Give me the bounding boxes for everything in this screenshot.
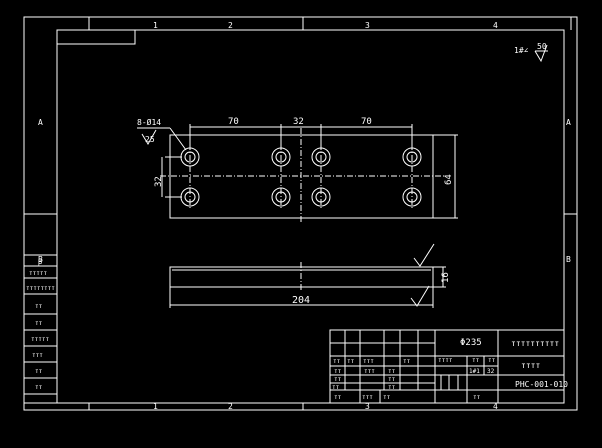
drawing-number: PHC-001-010 [515,380,568,389]
dim-left-spacing: 70 [228,117,239,127]
zone-label-top-1: 1 [153,21,158,30]
zone-label-right-a: A [566,118,571,127]
inner-frame [56,29,565,404]
left-revision-table [23,254,58,404]
zone-label-bottom-2: 2 [228,402,233,411]
left-table-row: тттттттт [26,285,55,292]
zone-label-bottom-3: 3 [365,402,370,411]
qty-label: тт [488,357,496,364]
scale-label: тт [472,357,480,364]
row2-b: ттт [364,368,375,375]
zone-label-right-b: B [566,255,571,264]
dim-length: 204 [292,295,310,306]
checker-label: тт [334,376,342,383]
left-table-row: β [38,258,42,266]
left-table-row: тт [35,384,43,391]
approver-label: тт [332,384,340,391]
row3-c: тт [388,376,396,383]
surface-finish-icon [410,285,430,307]
roughness-note: 1#∠ [514,46,529,55]
left-table-frame [23,254,58,404]
footer-d: тт [473,394,481,401]
zone-label-top-3: 3 [365,21,370,30]
dim-center-spacing: 32 [293,117,304,127]
zone-label-bottom-1: 1 [153,402,158,411]
left-table-row: тт [35,368,43,375]
material-label: Φ235 [460,338,482,348]
title-block [329,329,565,404]
zone-label-top-4: 4 [493,21,498,30]
zone-label-left-a: A [38,118,43,127]
footer-a: тт [334,394,342,401]
col-d: тт [403,358,411,365]
designer-label: тт [334,368,342,375]
left-table-row: ттт [32,352,43,359]
chamfer-symbol-icon [141,129,157,145]
callout-leader [169,127,187,151]
left-table-row: ттттт [29,270,47,277]
dim-right-spacing: 70 [361,117,372,127]
roughness-value: 50 [537,42,547,51]
subtitle: тттт [521,361,540,370]
roughness-symbol-icon [534,44,548,63]
chamfer-value: 25 [145,135,155,144]
row2-c: тт [388,368,396,375]
hole-callout: 8-Ø14 [137,117,161,127]
title-right: тттттттттт [511,339,559,348]
surface-finish-icon [413,243,435,267]
footer-b: ттт [362,394,373,401]
left-table-row: тт [35,303,43,310]
corner-tag-box [56,29,136,45]
dim-height-right: 64 [444,174,454,185]
left-table-row: тт [35,320,43,327]
dim-height-left: 32 [154,176,164,187]
scale-value: 1#1 [469,368,480,375]
footer-c: тт [383,394,391,401]
zone-label-bottom-4: 4 [493,402,498,411]
hole-center-marks [189,144,413,210]
zone-label-left-b: B [38,255,43,264]
weight-label: тттт [438,357,453,364]
zone-label-top-2: 2 [228,21,233,30]
col-c: ттт [363,358,374,365]
col-a: тт [333,358,341,365]
qty-value: 32 [487,368,495,375]
row4-b: тт [388,384,396,391]
col-b: тт [347,358,355,365]
left-table-row: ттттт [31,336,49,343]
dim-thickness: 16 [441,272,451,283]
